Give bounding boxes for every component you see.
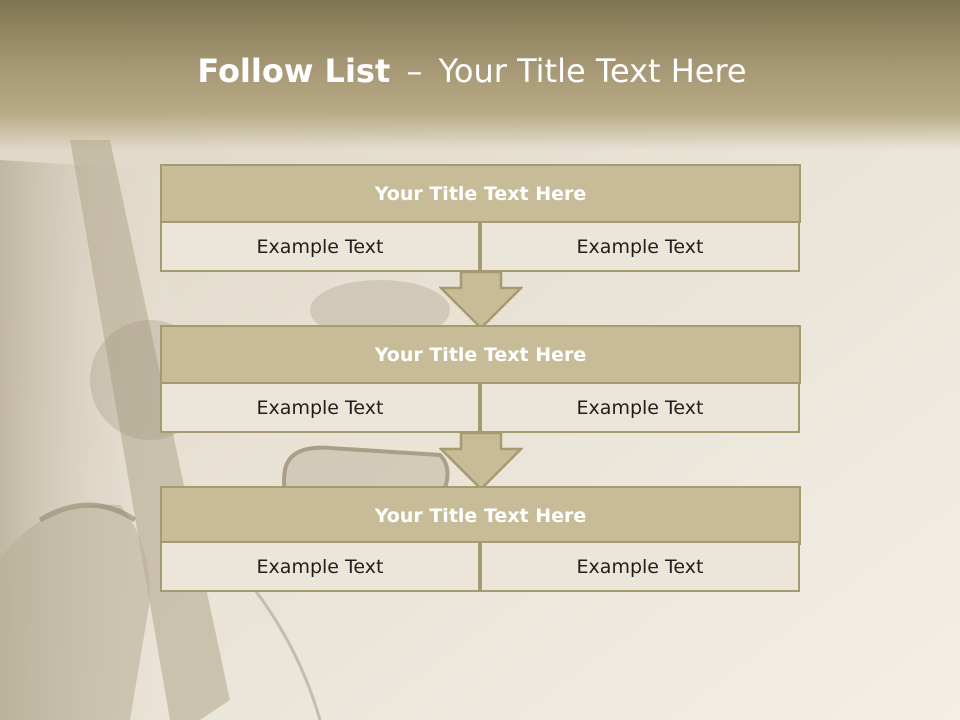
block-cell-left: Example Text xyxy=(160,221,480,272)
slide-title-bold: Follow List xyxy=(197,52,391,90)
down-arrow-icon xyxy=(439,431,523,491)
header-band xyxy=(0,0,960,150)
block-title: Your Title Text Here xyxy=(160,325,801,384)
block-cell-right: Example Text xyxy=(480,221,800,272)
block-title: Your Title Text Here xyxy=(160,164,801,223)
block-cell-right: Example Text xyxy=(480,382,800,433)
block-cell-right: Example Text xyxy=(480,541,800,592)
block-cell-left: Example Text xyxy=(160,541,480,592)
slide-title-rest: Your Title Text Here xyxy=(438,52,747,90)
block-cell-left: Example Text xyxy=(160,382,480,433)
block-title: Your Title Text Here xyxy=(160,486,801,545)
slide-title-separator: – xyxy=(406,52,423,90)
slide-title: Follow List – Your Title Text Here xyxy=(0,52,944,90)
down-arrow-icon xyxy=(439,270,523,330)
